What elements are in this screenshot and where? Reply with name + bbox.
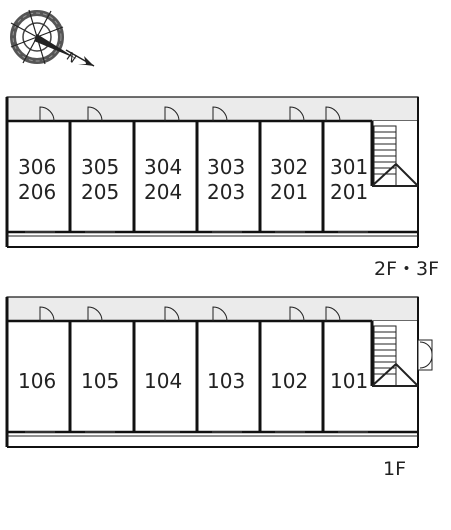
entrance-door-icon xyxy=(417,339,433,371)
unit-label: 101 xyxy=(330,369,368,393)
unit-labels-upper: 306 206 305 205 304 204 303 203 302 201 … xyxy=(18,155,368,204)
floor-label-upper: 2F・3F xyxy=(374,258,439,280)
compass-rose-icon xyxy=(10,9,77,65)
staircase-ground xyxy=(371,325,419,387)
door-icons-upper xyxy=(39,106,341,122)
unit-label: 301 xyxy=(330,155,368,179)
unit-label: 204 xyxy=(144,180,182,204)
unit-label: 102 xyxy=(270,369,308,393)
unit-label: 205 xyxy=(81,180,119,204)
door-icons-ground xyxy=(39,306,341,322)
floor-label-ground: 1F xyxy=(383,458,406,480)
unit-label: 206 xyxy=(18,180,56,204)
unit-label: 105 xyxy=(81,369,119,393)
north-label: N xyxy=(64,49,79,66)
unit-labels-ground: 106 105 104 103 102 101 xyxy=(18,369,368,393)
unit-label: 304 xyxy=(144,155,182,179)
north-arrow-icon: N xyxy=(64,49,95,67)
floor-plan-upper xyxy=(5,96,419,248)
unit-label: 302 xyxy=(270,155,308,179)
unit-label: 201 xyxy=(270,180,308,204)
unit-label: 106 xyxy=(18,369,56,393)
unit-label: 104 xyxy=(144,369,182,393)
floor-plan-ground xyxy=(5,296,433,448)
unit-label: 306 xyxy=(18,155,56,179)
staircase-upper xyxy=(371,125,419,187)
unit-label: 203 xyxy=(207,180,245,204)
unit-label: 303 xyxy=(207,155,245,179)
unit-label: 305 xyxy=(81,155,119,179)
unit-label: 103 xyxy=(207,369,245,393)
unit-label: 201 xyxy=(330,180,368,204)
